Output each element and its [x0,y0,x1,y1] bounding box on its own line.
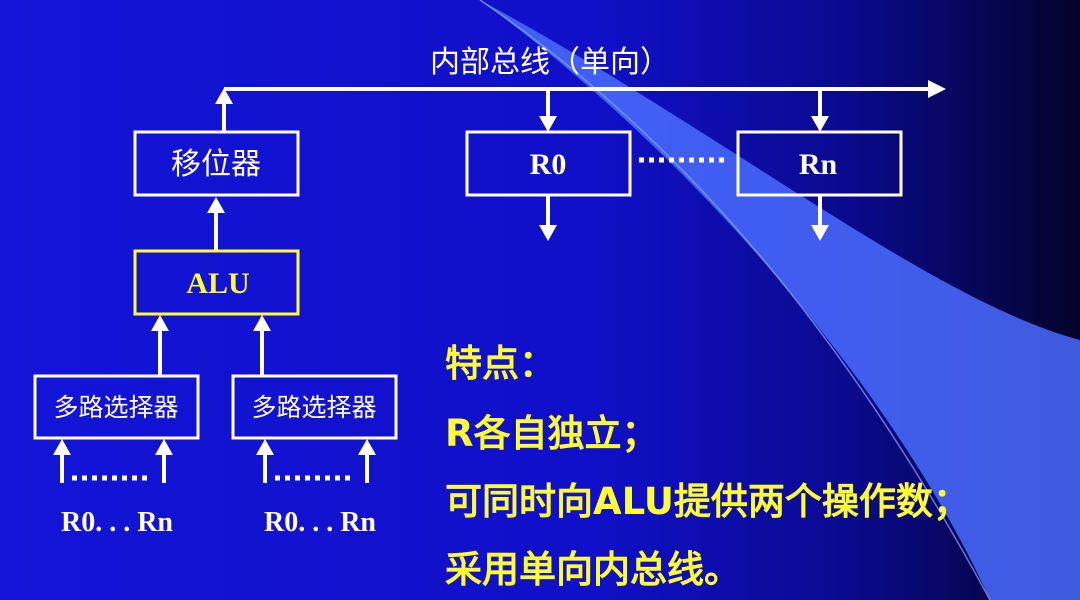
bus-to-r0-arrow-icon [539,116,557,132]
mux-left-box [33,374,200,440]
register-rn-label: Rn [799,148,838,181]
mux-left-inputs-label: R0. . . Rn [61,507,173,538]
mux-right-inputs-label: R0. . . Rn [264,507,376,538]
mux-right-to-alu-arrow-icon [253,315,271,331]
shifter-to-bus-arrow-icon [215,88,233,104]
alu-to-shifter-arrow-icon [207,197,225,213]
feature-item: R各自独立； [445,412,659,455]
mux-right-box [231,374,398,440]
bus-to-rn-arrow-icon [811,116,829,132]
shifter-box [133,130,300,197]
feature-item: 采用单向内总线。 [445,548,741,591]
rn-output-arrow-icon [811,225,829,241]
light-beam-shape [480,0,1080,600]
alu-box [133,249,300,316]
mux-left-input-first-arrow-icon [53,439,71,455]
register-r0-label: R0 [530,148,567,181]
mux-left-label: 多路选择器 [53,393,178,422]
feature-item: 可同时向ALU提供两个操作数； [445,480,970,523]
mux-right-label: 多路选择器 [251,393,376,422]
bus-arrow-right-icon [928,80,946,98]
r0-output-arrow-icon [539,225,557,241]
register-r0-box [465,130,632,197]
mux-right-input-first-arrow-icon [256,439,274,455]
bus-label: 内部总线（单向） [430,45,670,80]
alu-label: ALU [186,267,249,300]
features-heading: 特点： [445,342,556,385]
shifter-label: 移位器 [171,147,261,182]
mux-left-input-last-arrow-icon [155,439,173,455]
mux-left-to-alu-arrow-icon [151,315,169,331]
mux-right-input-last-arrow-icon [358,439,376,455]
register-rn-box [736,130,903,197]
light-beam-edge [479,0,991,600]
